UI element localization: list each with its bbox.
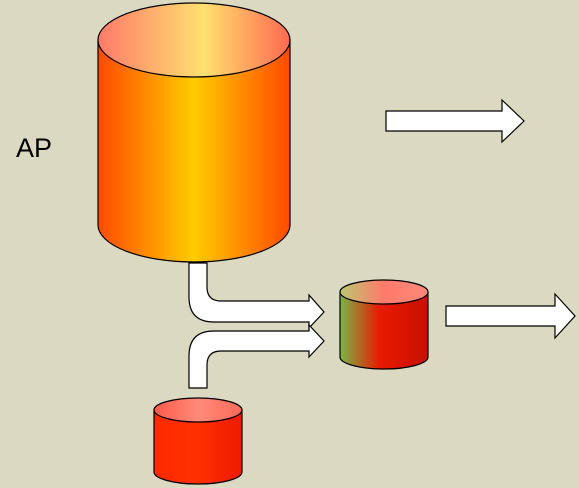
arrow-right-icon [445, 292, 576, 340]
arrow-right-icon [188, 323, 325, 389]
arrow-right-icon [385, 98, 525, 144]
arrow-right-icon [188, 262, 325, 330]
small-cylinder [153, 397, 243, 485]
large-cylinder [97, 2, 291, 263]
ap-label: AP [16, 133, 53, 163]
medium-cylinder [339, 279, 429, 370]
